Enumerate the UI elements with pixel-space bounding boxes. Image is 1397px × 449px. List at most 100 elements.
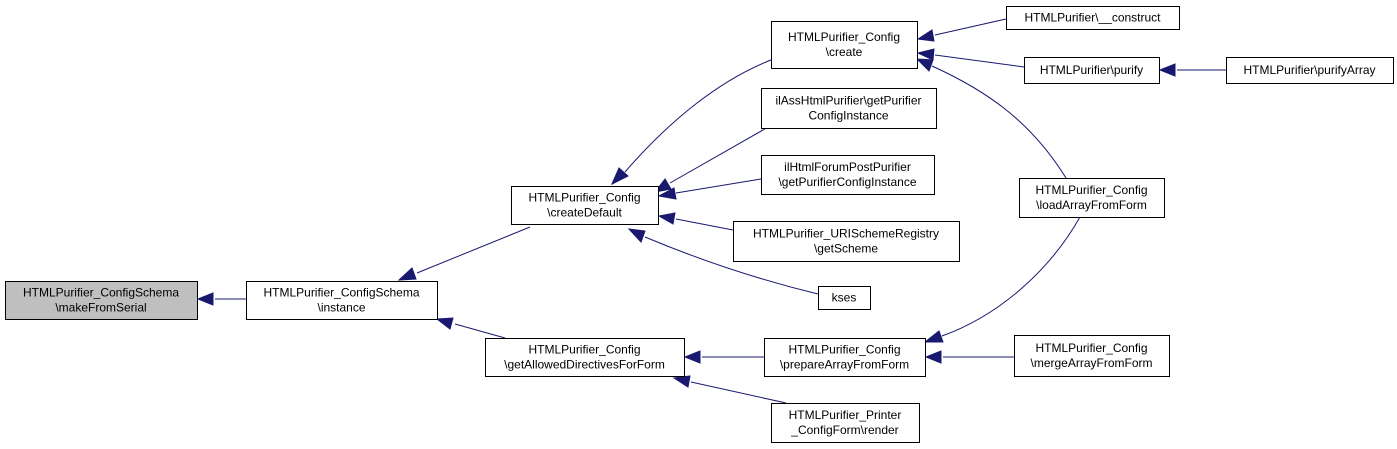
node-makeFromSerial[interactable]: HTMLPurifier_ConfigSchema\makeFromSerial bbox=[5, 281, 198, 320]
node-box[interactable] bbox=[246, 281, 438, 320]
node-label-line: HTMLPurifier_Config bbox=[528, 191, 640, 205]
node-box[interactable] bbox=[1019, 178, 1165, 218]
arrowhead bbox=[196, 292, 214, 306]
node-box[interactable] bbox=[1226, 57, 1394, 84]
arrowhead bbox=[1158, 63, 1176, 77]
arrowhead bbox=[924, 350, 942, 364]
edge-getAllowed-to-instance bbox=[435, 317, 506, 339]
node-label-line: kses bbox=[832, 291, 857, 305]
arrowhead bbox=[915, 58, 934, 72]
edge-line bbox=[934, 54, 1025, 68]
arrowhead bbox=[627, 228, 646, 243]
edge-createDefault-to-instance bbox=[397, 226, 531, 281]
node-label-line: \loadArrayFromForm bbox=[1036, 198, 1147, 212]
node-label-line: HTMLPurifier_ConfigSchema bbox=[263, 286, 419, 300]
node-label-line: ilHtmlForumPostPurifier bbox=[784, 160, 911, 174]
node-label-line: \createDefault bbox=[547, 206, 622, 220]
edge-construct-to-create bbox=[916, 18, 1007, 42]
arrowhead bbox=[435, 317, 454, 330]
edge-uriScheme-to-createDefault bbox=[657, 212, 734, 231]
node-label-line: HTMLPurifier\purify bbox=[1040, 63, 1143, 77]
node-box[interactable] bbox=[511, 186, 659, 225]
arrowhead bbox=[916, 29, 935, 42]
node-label-line: ConfigInstance bbox=[808, 109, 888, 123]
node-label-line: \instance bbox=[317, 301, 365, 315]
node-box[interactable] bbox=[1024, 57, 1160, 84]
node-ilAss[interactable]: ilAssHtmlPurifier\getPurifierConfigInsta… bbox=[761, 88, 937, 129]
node-purifyArray[interactable]: HTMLPurifier\purifyArray bbox=[1226, 57, 1394, 84]
arrowhead bbox=[397, 267, 417, 281]
edge-kses-to-createDefault bbox=[627, 228, 819, 295]
edge-ilHtml-to-createDefault bbox=[657, 178, 762, 200]
node-box[interactable] bbox=[1014, 335, 1170, 377]
node-mergeArray[interactable]: HTMLPurifier_Config\mergeArrayFromForm bbox=[1014, 335, 1170, 377]
node-label-line: \create bbox=[826, 45, 863, 59]
arrowhead bbox=[683, 350, 701, 364]
edge-line bbox=[416, 226, 531, 274]
arrowhead bbox=[657, 187, 677, 200]
edge-printerRender-to-getAllowed bbox=[672, 375, 787, 404]
edge-loadArray-to-prepareArray bbox=[923, 216, 1081, 343]
node-getAllowed[interactable]: HTMLPurifier_Config\getAllowedDirectives… bbox=[485, 338, 685, 377]
node-box[interactable] bbox=[761, 88, 937, 129]
arrowhead bbox=[916, 48, 935, 61]
edge-line bbox=[624, 59, 772, 173]
node-construct[interactable]: HTMLPurifier\__construct bbox=[1006, 6, 1180, 30]
nodes-layer: HTMLPurifier_ConfigSchema\makeFromSerial… bbox=[5, 6, 1394, 443]
edge-line bbox=[690, 381, 787, 404]
node-instance[interactable]: HTMLPurifier_ConfigSchema\instance bbox=[246, 281, 438, 320]
edge-line bbox=[675, 178, 762, 194]
node-box[interactable] bbox=[771, 403, 920, 443]
node-box[interactable] bbox=[761, 155, 935, 195]
node-box[interactable] bbox=[485, 338, 685, 377]
node-box[interactable] bbox=[771, 21, 918, 69]
node-label-line: HTMLPurifier_Config bbox=[528, 343, 640, 357]
edge-line bbox=[454, 323, 506, 339]
arrowhead bbox=[923, 330, 944, 343]
edge-create-to-createDefault bbox=[610, 59, 772, 186]
node-box[interactable] bbox=[818, 286, 871, 310]
node-purify[interactable]: HTMLPurifier\purify bbox=[1024, 57, 1160, 84]
edge-line bbox=[934, 18, 1007, 36]
node-box[interactable] bbox=[5, 281, 198, 320]
node-label-line: \getPurifierConfigInstance bbox=[778, 175, 916, 189]
arrowhead bbox=[610, 167, 629, 186]
node-label-line: \getScheme bbox=[814, 242, 878, 256]
edge-purifyArray-to-purify bbox=[1158, 63, 1226, 77]
node-label-line: HTMLPurifier_Config bbox=[788, 30, 900, 44]
arrowhead bbox=[657, 212, 676, 225]
edge-purify-to-create bbox=[916, 48, 1025, 68]
node-loadArray[interactable]: HTMLPurifier_Config\loadArrayFromForm bbox=[1019, 178, 1165, 218]
node-label-line: _ConfigForm\render bbox=[790, 423, 898, 437]
node-create[interactable]: HTMLPurifier_Config\create bbox=[771, 21, 918, 69]
node-label-line: HTMLPurifier_Config bbox=[1035, 341, 1147, 355]
node-label-line: \mergeArrayFromForm bbox=[1030, 356, 1152, 370]
node-box[interactable] bbox=[1006, 6, 1180, 30]
node-ilHtml[interactable]: ilHtmlForumPostPurifier\getPurifierConfi… bbox=[761, 155, 935, 195]
edge-line bbox=[931, 65, 1067, 179]
node-label-line: HTMLPurifier_Config bbox=[788, 343, 900, 357]
node-label-line: \prepareArrayFromForm bbox=[780, 358, 909, 372]
edge-loadArray-to-create bbox=[915, 58, 1067, 179]
node-label-line: \getAllowedDirectivesForForm bbox=[504, 358, 665, 372]
node-box[interactable] bbox=[764, 338, 926, 377]
node-label-line: HTMLPurifier_URISchemeRegistry bbox=[753, 227, 939, 241]
node-kses[interactable]: kses bbox=[818, 286, 871, 310]
node-prepareArray[interactable]: HTMLPurifier_Config\prepareArrayFromForm bbox=[764, 338, 926, 377]
edge-ilAss-to-createDefault bbox=[653, 125, 771, 193]
edge-line bbox=[941, 216, 1081, 337]
edge-line bbox=[675, 218, 734, 231]
node-label-line: HTMLPurifier\purifyArray bbox=[1243, 63, 1375, 77]
node-createDefault[interactable]: HTMLPurifier_Config\createDefault bbox=[511, 186, 659, 225]
node-uriScheme[interactable]: HTMLPurifier_URISchemeRegistry\getScheme bbox=[733, 221, 960, 262]
edge-prepareArray-to-getAllowed bbox=[683, 350, 764, 364]
edge-mergeArray-to-prepareArray bbox=[924, 350, 1014, 364]
edge-instance-to-makeFromSerial bbox=[196, 292, 246, 306]
node-label-line: HTMLPurifier_Config bbox=[1035, 183, 1147, 197]
node-label-line: HTMLPurifier_ConfigSchema bbox=[23, 286, 179, 300]
node-box[interactable] bbox=[733, 221, 960, 262]
edge-line bbox=[644, 236, 819, 295]
node-printerRender[interactable]: HTMLPurifier_Printer_ConfigForm\render bbox=[771, 403, 920, 443]
node-label-line: HTMLPurifier\__construct bbox=[1024, 11, 1161, 25]
